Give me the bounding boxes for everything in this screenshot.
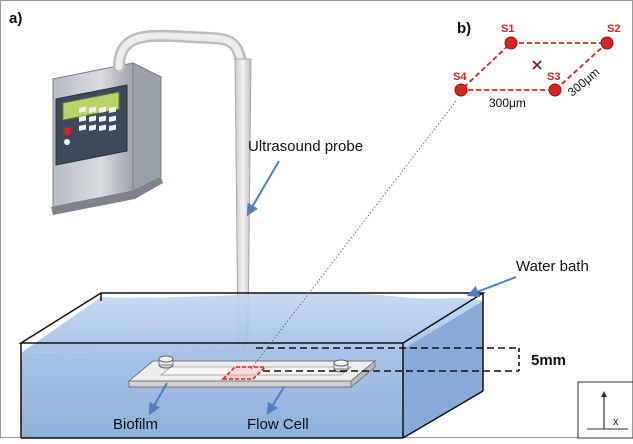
sampling-grid [454, 36, 614, 97]
biofilm-label: Biofilm [113, 416, 158, 433]
panel-b-label: b) [457, 20, 471, 37]
flow-cell [127, 355, 377, 389]
depth-indicator [256, 347, 520, 372]
device-brand: Qsonica [70, 86, 93, 96]
center-cross-icon [532, 60, 542, 70]
site-s1-marker [504, 36, 518, 50]
water-bath-arrow [466, 276, 517, 298]
site-s2-label: S2 [607, 23, 620, 35]
site-s1-label: S1 [501, 23, 514, 35]
probe-label: Ultrasound probe [248, 138, 363, 155]
keypad [79, 106, 116, 132]
zoom-guide-line [250, 100, 457, 370]
probe-arrow [246, 160, 280, 217]
site-s3-label: S3 [547, 71, 560, 83]
dimension-horizontal: 300μm [489, 96, 526, 110]
dimension-diagonal: 300μm [565, 65, 602, 99]
ultrasound-generator: Qsonica [51, 62, 163, 215]
site-s2-marker [600, 36, 614, 50]
depth-label: 5mm [531, 352, 566, 369]
flow-cell-arrow [266, 386, 285, 416]
site-s4-marker [454, 83, 468, 97]
axis-x-label: x [613, 416, 619, 428]
biofilm-region [221, 366, 267, 380]
water-bath-label: Water bath [516, 258, 589, 275]
panel-a-label: a) [9, 10, 22, 27]
flow-cell-label: Flow Cell [247, 416, 309, 433]
axis-inset [577, 381, 633, 439]
site-s3-marker [548, 83, 562, 97]
site-s4-label: S4 [453, 71, 467, 83]
power-button-icon [63, 127, 71, 135]
biofilm-arrow [148, 382, 168, 416]
